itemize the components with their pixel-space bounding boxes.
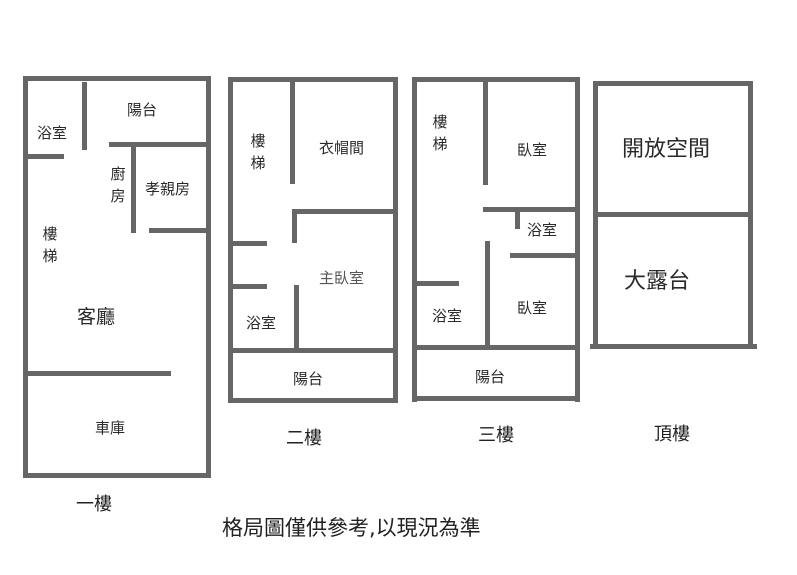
wall <box>515 210 520 229</box>
room-label-stairs: 樓梯 <box>250 132 266 172</box>
room-label-elder-room: 孝親房 <box>145 180 191 198</box>
room-label-bathroom-1: 浴室 <box>527 221 558 239</box>
wall <box>412 396 580 401</box>
room-label-living-room: 客廳 <box>77 306 116 328</box>
room-label-master-bedroom: 主臥室 <box>319 269 365 287</box>
wall <box>483 82 488 185</box>
room-label-stairs: 樓梯 <box>432 113 448 153</box>
wall <box>290 82 295 184</box>
room-label-balcony: 陽台 <box>475 368 506 386</box>
room-label-walk-in-closet: 衣帽間 <box>319 139 365 157</box>
room-label-bathroom: 浴室 <box>246 314 277 332</box>
wall <box>233 348 394 353</box>
disclaimer-note: 格局圖僅供參考,以現況為準 <box>222 516 481 540</box>
wall <box>292 209 297 243</box>
wall <box>510 253 576 258</box>
wall <box>233 284 267 289</box>
floor-title-roof: 頂樓 <box>654 424 690 445</box>
floor-title-2: 二樓 <box>286 428 322 449</box>
wall <box>483 207 576 212</box>
wall <box>412 77 580 82</box>
wall <box>228 77 398 82</box>
wall <box>593 212 753 217</box>
wall <box>575 77 580 402</box>
room-label-bedroom-2: 臥室 <box>517 299 548 317</box>
room-label-balcony: 陽台 <box>293 370 324 388</box>
wall <box>590 344 757 349</box>
wall <box>206 76 211 478</box>
wall <box>292 209 394 214</box>
wall <box>485 241 490 349</box>
wall <box>28 154 64 159</box>
wall <box>131 145 136 233</box>
wall <box>228 77 233 403</box>
wall <box>149 228 207 233</box>
wall <box>417 345 576 350</box>
room-label-stairs: 樓梯 <box>42 225 58 265</box>
room-label-garage: 車庫 <box>95 419 126 437</box>
floor-title-1: 一樓 <box>76 494 112 515</box>
wall <box>23 473 211 478</box>
room-label-kitchen: 廚房 <box>110 165 126 205</box>
room-label-bedroom-1: 臥室 <box>517 141 548 159</box>
wall <box>28 371 171 376</box>
wall <box>233 241 267 246</box>
wall <box>228 398 398 403</box>
wall <box>593 81 753 86</box>
room-label-balcony: 陽台 <box>127 101 158 119</box>
wall <box>109 142 207 147</box>
room-label-terrace: 大露台 <box>624 269 691 294</box>
wall <box>412 77 417 402</box>
floor-title-3: 三樓 <box>478 425 514 446</box>
wall <box>393 77 398 403</box>
room-label-open-space: 開放空間 <box>622 137 711 162</box>
wall <box>23 76 28 478</box>
wall <box>82 82 87 150</box>
wall <box>294 285 299 351</box>
room-label-bathroom: 浴室 <box>37 124 68 142</box>
room-label-bathroom-2: 浴室 <box>432 307 463 325</box>
wall <box>417 281 459 286</box>
wall <box>23 76 211 81</box>
